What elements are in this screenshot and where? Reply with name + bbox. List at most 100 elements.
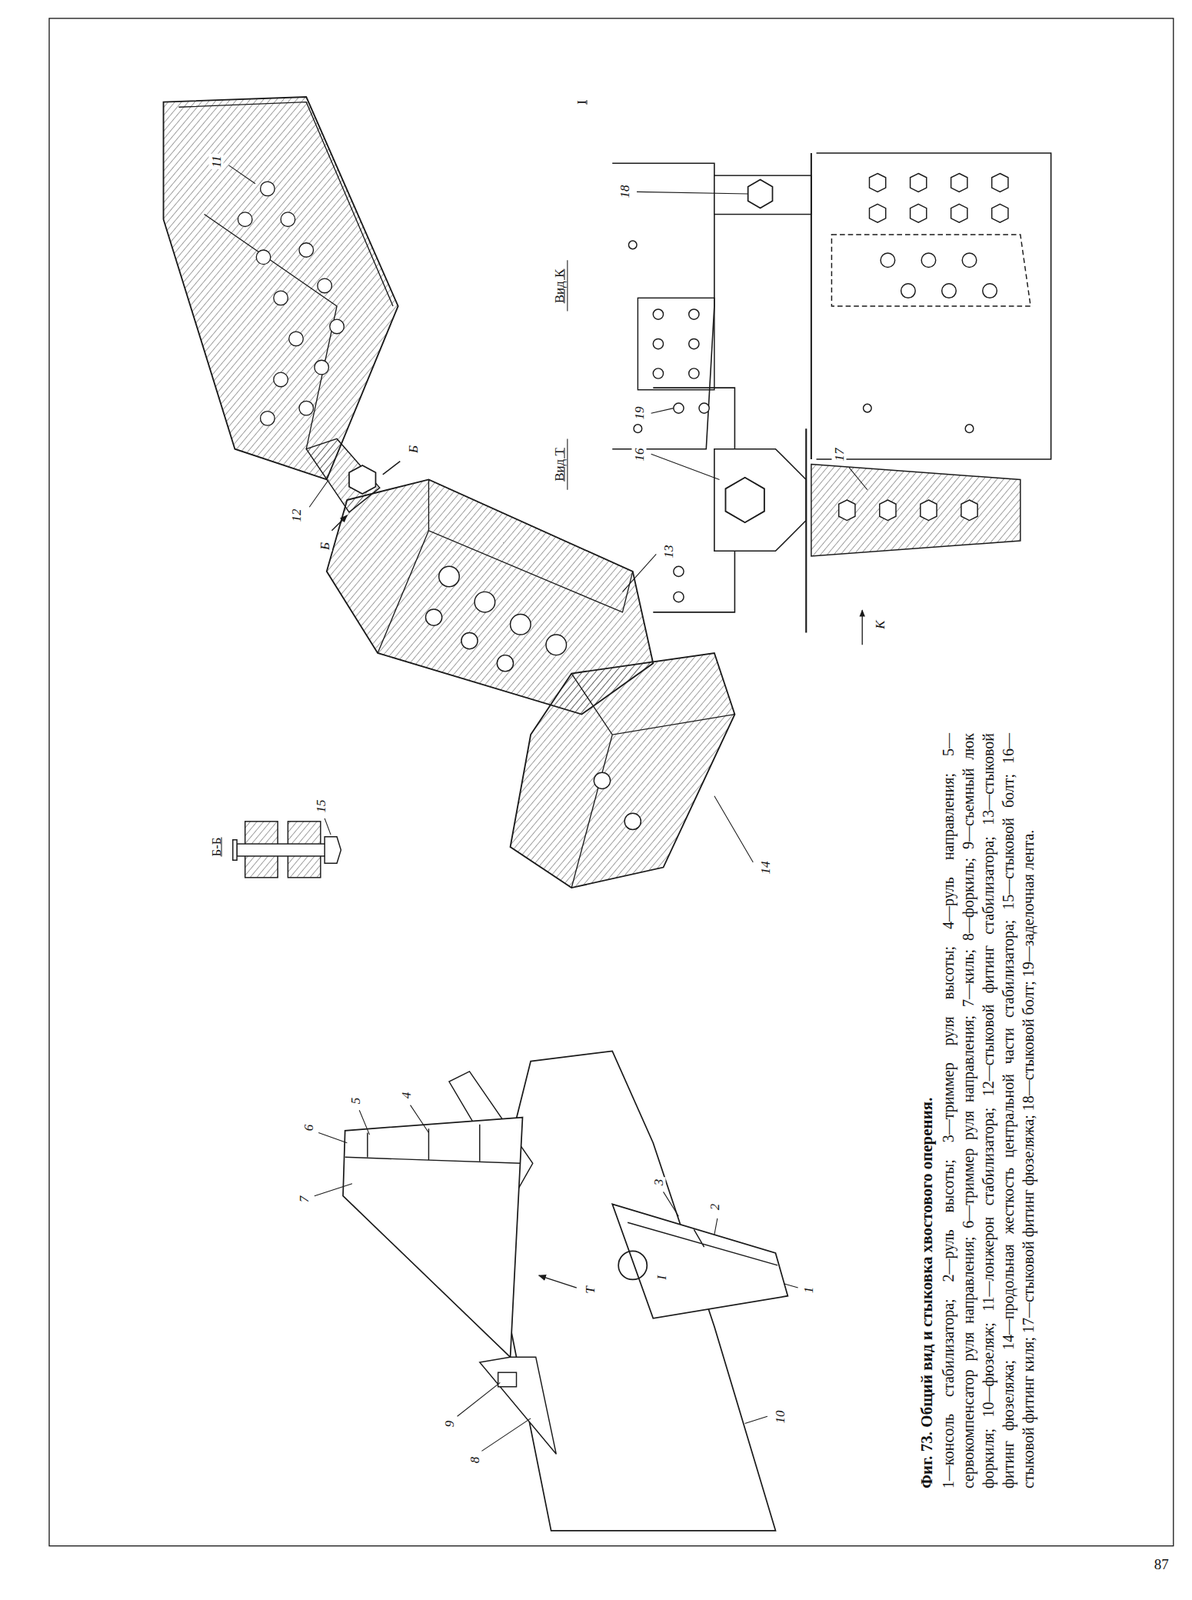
tail-general-view — [314, 1050, 799, 1530]
drawing-part — [962, 253, 977, 268]
view-mark: Т — [582, 1285, 598, 1296]
drawing-part — [673, 402, 684, 413]
drawing-part — [673, 566, 684, 577]
callout-number: 6 — [300, 1122, 316, 1133]
drawing-part — [496, 655, 513, 672]
drawing-part — [273, 290, 289, 306]
drawing-part — [329, 319, 345, 334]
drawing-part — [714, 449, 806, 552]
drawing-part — [612, 163, 715, 449]
figure-caption: 1—консоль стабилизатора; 2—руль высоты; … — [938, 732, 1039, 1489]
view-arrow — [539, 1275, 577, 1288]
drawing-part — [280, 212, 296, 227]
callout-number: 10 — [772, 1408, 787, 1425]
drawing-part — [628, 240, 637, 250]
callout-number: 8 — [467, 1454, 483, 1465]
drawing-part — [810, 153, 813, 460]
drawing-part — [699, 402, 710, 413]
drawing-part — [289, 331, 304, 347]
drawing-part — [633, 424, 643, 433]
drawing-part — [439, 566, 460, 587]
section-b-b — [233, 818, 342, 878]
drawing-part — [566, 438, 568, 490]
drawing-part — [869, 203, 886, 223]
callout-number: 1 — [801, 1285, 816, 1296]
callout-number: 3 — [650, 1176, 666, 1187]
drawing-part — [260, 411, 276, 427]
drawing-part — [839, 499, 978, 521]
stabilizer-right — [612, 1203, 788, 1319]
section-title: Б-Б — [209, 835, 224, 859]
drawing-part — [869, 173, 886, 193]
view-title: Вид Т — [552, 446, 567, 483]
stabilizer-spar — [163, 96, 399, 480]
forkil — [479, 1356, 557, 1454]
callout-number: 2 — [706, 1201, 722, 1212]
callout-number: 9 — [441, 1418, 457, 1429]
stiffener-edge — [571, 673, 735, 889]
drawing-part — [714, 175, 812, 214]
drawing-part — [862, 609, 863, 645]
drawing-part — [260, 181, 276, 197]
section-mark: Б — [406, 443, 421, 455]
elevator-hinge — [627, 1221, 778, 1266]
drawing-part — [869, 173, 1009, 299]
joint-bolt — [349, 465, 376, 494]
drawing-part — [651, 408, 868, 490]
drawing-part — [863, 403, 873, 413]
leader-lines — [228, 165, 753, 863]
assembly-perspective — [163, 96, 754, 888]
callout-number: 7 — [296, 1194, 312, 1205]
callout-number: 17 — [831, 446, 846, 463]
drawing-part — [961, 499, 978, 521]
callout-number: 19 — [631, 405, 646, 422]
fin — [342, 1117, 523, 1358]
figure-title: Фиг. 73. Общий вид и стыковка хвостового… — [915, 732, 939, 1489]
drawing-part — [299, 400, 314, 416]
drawing-part — [921, 253, 936, 268]
drawing-part — [879, 499, 896, 521]
drawing-part — [725, 477, 764, 523]
drawing-part — [992, 173, 1009, 193]
drawing-part — [652, 338, 663, 349]
drawing-part — [236, 843, 331, 856]
callout-number: 16 — [631, 446, 646, 463]
tail-leaders — [314, 1105, 799, 1452]
drawing-part — [839, 499, 856, 521]
drawing-part — [237, 212, 253, 227]
drawing-part — [461, 632, 478, 649]
drawing-part — [299, 243, 314, 258]
drawing-part — [546, 634, 567, 656]
detail-circle — [618, 1250, 647, 1279]
callout-number: 4 — [399, 1090, 414, 1101]
callout-number: 13 — [661, 542, 676, 560]
drawing-part — [510, 614, 532, 636]
drawing-part — [901, 283, 916, 299]
drawing-part — [805, 428, 807, 633]
drawing-part — [831, 234, 1031, 307]
stiffener-bolts — [593, 772, 641, 830]
view-title: Вид К — [552, 266, 567, 305]
section-mark: Б — [317, 540, 333, 552]
fitting-edge — [377, 479, 633, 653]
drawing-part — [314, 359, 330, 375]
drawing-part — [636, 191, 749, 194]
drawing-part — [637, 297, 714, 390]
drawing-part — [910, 173, 927, 193]
view-t — [567, 387, 1021, 645]
drawing-part — [689, 309, 700, 320]
drawing-part — [920, 499, 937, 521]
drawing-part — [624, 812, 641, 830]
drawing-part — [317, 278, 333, 294]
drawing-part — [673, 402, 710, 603]
caption-block: Фиг. 73. Общий вид и стыковка хвостового… — [915, 732, 1039, 1489]
drawing-part — [233, 839, 237, 861]
drawing-part — [256, 249, 271, 265]
drawing-part — [982, 283, 998, 299]
section-arrows — [331, 461, 400, 531]
view-mark: К — [872, 619, 887, 631]
drawing-part — [992, 203, 1009, 223]
drawing-part — [965, 424, 974, 433]
forkil-hatch — [498, 1371, 517, 1387]
